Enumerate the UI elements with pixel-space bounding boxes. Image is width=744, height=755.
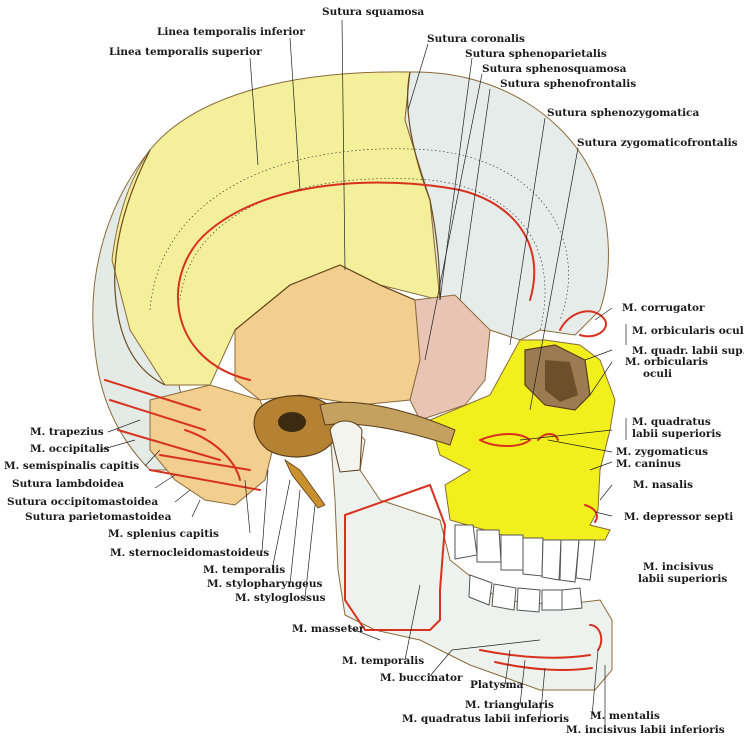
label-sutura-coronalis: Sutura coronalis [427, 33, 525, 45]
lambdoid-suture [114, 149, 166, 386]
label-m-splenius-capitis: M. splenius capitis [108, 528, 219, 540]
label-m-depressor-septi: M. depressor septi [624, 511, 733, 523]
triangularis-attachment [479, 649, 591, 659]
occipital-muscle-attachments [104, 379, 261, 491]
label-m-caninus: M. caninus [616, 458, 681, 470]
label-m-sternocleidomastoideus: M. sternocleidomastoideus [110, 547, 269, 559]
label-m-buccinator: M. buccinator [380, 672, 463, 684]
styloid-process [284, 458, 326, 509]
label-sutura-sphenofrontalis: Sutura sphenofrontalis [500, 78, 636, 90]
label-oculi: oculi [643, 368, 672, 380]
label-sutura-lambdoidea: Sutura lambdoidea [12, 478, 124, 490]
label-m-orbicularis: M. orbicularis [625, 356, 708, 368]
label-linea-temporalis-superior: Linea temporalis superior [109, 46, 262, 58]
label-m-mentalis: M. mentalis [590, 710, 660, 722]
label-m-quadr-labii-sup: M. quadr. labii sup. [632, 345, 744, 357]
temporalis-attachment [177, 181, 536, 381]
label-sutura-squamosa: Sutura squamosa [322, 6, 424, 18]
label-m-temporalis-left: M. temporalis [203, 564, 285, 576]
zygomaticus-attachment [537, 433, 559, 441]
label-m-nasalis: M. nasalis [633, 479, 693, 491]
label-m-triangularis: M. triangularis [465, 699, 554, 711]
label-sutura-sphenozygomatica: Sutura sphenozygomatica [547, 107, 699, 119]
label-m-quadratus: M. quadratus [632, 416, 711, 428]
frontal-bone [404, 71, 609, 341]
label-m-stylopharyngeus: M. stylopharyngeus [207, 578, 322, 590]
label-sutura-sphenosquamosa: Sutura sphenosquamosa [482, 63, 627, 75]
splenius-attachment [184, 429, 241, 481]
label-m-styloglossus: M. styloglossus [235, 592, 326, 604]
squamous-suture [234, 264, 416, 331]
label-platysma: Platysma [470, 679, 524, 691]
label-labii-superioris: labii superioris [632, 428, 721, 440]
label-m-semispinalis-capitis: M. semispinalis capitis [4, 460, 139, 472]
quadratus-labii-inf-attachment [494, 661, 593, 671]
label-labii-superioris-2: labii superioris [638, 573, 727, 585]
label-m-incisivus: M. incisivus [643, 561, 714, 573]
mandible [329, 424, 613, 691]
condylar-process [329, 420, 363, 473]
lower-teeth [468, 574, 583, 613]
temporal-line-superior [149, 148, 569, 321]
label-m-trapezius: M. trapezius [30, 426, 104, 438]
masseter-attachment [344, 484, 446, 631]
orbicularis-oculi-attachment [559, 310, 607, 338]
orbit [524, 344, 591, 411]
label-sutura-occipitomastoidea: Sutura occipitomastoidea [7, 496, 158, 508]
label-m-occipitalis: M. occipitalis [30, 443, 110, 455]
label-m-orbicularis-oculi: M. orbicularis oculi [632, 325, 744, 337]
leader-lines [99, 19, 613, 730]
label-m-quadratus-labii-inferioris: M. quadratus labii inferioris [402, 713, 569, 725]
label-sutura-parietomastoidea: Sutura parietomastoidea [25, 511, 172, 523]
label-linea-temporalis-inferior: Linea temporalis inferior [157, 26, 305, 38]
label-m-masseter: M. masseter [292, 623, 365, 635]
label-sutura-sphenoparietalis: Sutura sphenoparietalis [465, 48, 607, 60]
quadratus-labii-sup-attachment [479, 433, 531, 447]
external-acoustic-meatus [253, 395, 340, 458]
coronal-suture [407, 71, 441, 301]
label-m-temporalis-bottom: M. temporalis [342, 655, 424, 667]
mentalis-attachment [589, 624, 603, 651]
label-m-corrugator: M. corrugator [622, 302, 705, 314]
label-m-zygomaticus: M. zygomaticus [616, 446, 708, 458]
label-m-incisivus-labii-inferioris: M. incisivus labii inferioris [566, 724, 725, 736]
label-sutura-zygomaticofrontalis: Sutura zygomaticofrontalis [577, 137, 738, 149]
upper-teeth [454, 524, 596, 583]
